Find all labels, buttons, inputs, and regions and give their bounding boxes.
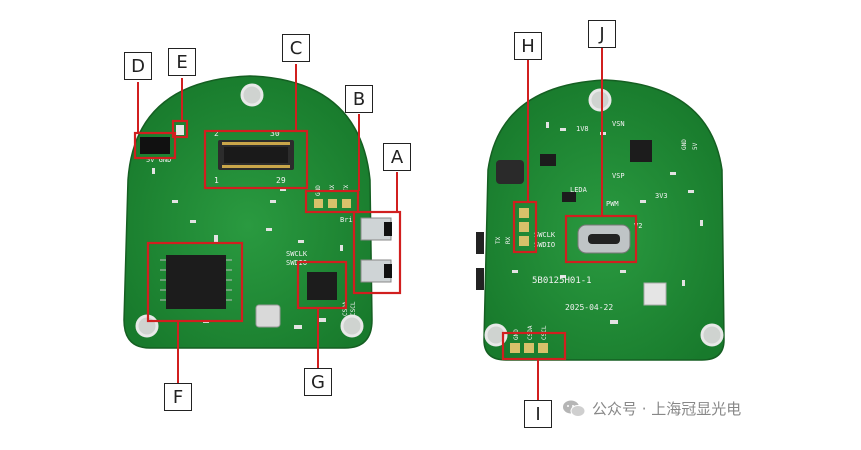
silk-front-cscl: CSCL	[350, 301, 357, 316]
silk-back-tx: TX	[495, 236, 502, 244]
highlight-e	[171, 119, 189, 139]
silk-pin-2: 2	[214, 129, 219, 138]
silk-pin-30: 30	[270, 129, 280, 138]
callout-b: B	[345, 85, 373, 113]
silk-3v3: 3V3	[655, 192, 668, 200]
silk-i-gnd: GND	[513, 329, 520, 340]
silk-pwm: PWM	[606, 200, 619, 208]
callout-i: I	[524, 400, 552, 428]
silk-swdio: SWDIO	[286, 259, 307, 267]
silk-tx: TX	[343, 184, 350, 192]
highlight-c	[203, 129, 309, 190]
silk-pin-1: 1	[214, 176, 219, 185]
wechat-icon	[563, 400, 586, 417]
silk-5v: 5V	[692, 142, 699, 150]
front-board: 2 30 1 29 5V GND Bri SWCLK SWDIO GND RX …	[123, 64, 402, 383]
silk-leda: LEDA	[570, 186, 588, 194]
silk-back-swdio: SWDIO	[534, 241, 555, 249]
silk-button-label: Bri	[340, 216, 353, 224]
callout-g: G	[304, 368, 332, 396]
callout-d: D	[124, 52, 152, 80]
silk-1v8: 1V8	[576, 125, 589, 133]
watermark: 公众号 · 上海冠显光电	[562, 398, 741, 419]
callout-c: C	[282, 34, 310, 62]
callout-h: H	[514, 32, 542, 60]
silk-date: 2025-04-22	[565, 303, 613, 312]
back-board: 5B0125H01-1 2025-04-22 SWCLK SWDIO 1V8 V…	[476, 48, 725, 400]
silk-back-gnd: GND	[681, 139, 688, 150]
silk-vsp: VSP	[612, 172, 625, 180]
silk-back-rx: RX	[505, 236, 512, 244]
silk-swclk: SWCLK	[286, 250, 308, 258]
callout-a: A	[383, 143, 411, 171]
callout-f: F	[164, 383, 192, 411]
silk-back-swclk: SWCLK	[534, 231, 556, 239]
highlight-g	[296, 260, 348, 310]
callout-e: E	[168, 48, 196, 76]
watermark-text: 公众号 · 上海冠显光电	[592, 400, 742, 418]
silk-fpc-label: 5V GND	[146, 156, 171, 164]
callout-j: J	[588, 20, 616, 48]
silk-rx: RX	[329, 184, 336, 192]
silk-part-number: 5B0125H01-1	[532, 276, 592, 286]
highlight-a	[352, 210, 402, 295]
silk-vsn: VSN	[612, 120, 625, 128]
highlight-d	[133, 131, 177, 160]
highlight-f	[146, 241, 244, 323]
silk-v2: V2	[634, 222, 642, 230]
highlight-h	[512, 200, 538, 254]
highlight-i	[501, 331, 567, 361]
silk-pin-29: 29	[276, 176, 286, 185]
highlight-b	[304, 189, 360, 214]
